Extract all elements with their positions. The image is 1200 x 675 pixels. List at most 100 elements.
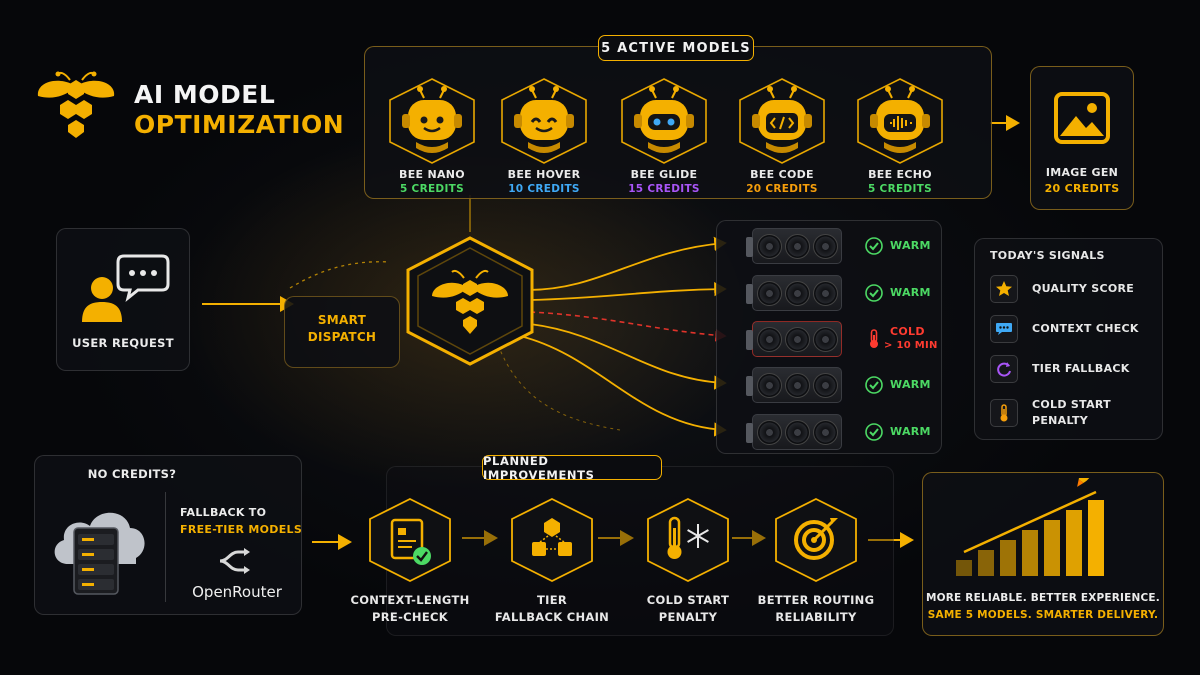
improvement-step-label-1: TIER [536, 593, 568, 607]
growth-bar [1088, 500, 1104, 576]
check-circle-icon [865, 376, 883, 394]
openrouter-logo-icon [219, 548, 250, 574]
thermometer-snow-icon [647, 497, 729, 583]
signal-label: TIER FALLBACK [1032, 361, 1130, 377]
gpu-status: WARM [890, 378, 931, 391]
user-icon [82, 254, 170, 322]
star-icon [990, 275, 1018, 303]
model-name: BEE CODE [750, 168, 814, 181]
bee-robot-icon [621, 78, 707, 164]
model-name: BEE HOVER [507, 168, 581, 181]
bee-logo-icon [37, 71, 115, 138]
gpu-status: WARM [890, 286, 931, 299]
user-request-card[interactable] [56, 228, 190, 371]
gpu-status: COLD [890, 325, 925, 338]
growth-bar [1000, 540, 1016, 576]
improvement-step[interactable] [506, 496, 598, 584]
brand-logo [34, 70, 118, 140]
smart-dispatch-card[interactable] [284, 296, 400, 368]
improvement-step-label-1: COLD START [646, 593, 730, 607]
model-credits: 10 CREDITS [508, 183, 580, 195]
gpu-card [746, 228, 842, 264]
improvements-title: PLANNED IMPROVEMENTS [482, 454, 662, 482]
growth-bar [1044, 520, 1060, 576]
improvement-step[interactable] [642, 496, 734, 584]
fallback-line2: FREE-TIER MODELS [180, 523, 303, 536]
model-card-bee-hover[interactable] [496, 76, 592, 166]
image-gen-name: IMAGE GEN [1045, 166, 1119, 179]
chat-icon [990, 315, 1018, 343]
check-circle-icon [865, 284, 883, 302]
growth-chart-icon [956, 478, 1104, 576]
model-card-bee-echo[interactable] [852, 76, 948, 166]
rocket-icon [1077, 478, 1096, 487]
gpu-status: WARM [890, 239, 931, 252]
fallback-line1: FALLBACK TO [180, 506, 267, 519]
outcome-line1: MORE RELIABLE. BETTER EXPERIENCE. [926, 592, 1160, 604]
smart-dispatch-line1: SMART [317, 313, 367, 327]
outcome-panel [922, 472, 1164, 636]
bee-robot-icon [501, 78, 587, 164]
improvement-step-label-2: RELIABILITY [775, 610, 857, 624]
page-title-line1: AI MODEL [134, 80, 276, 109]
model-card-bee-nano[interactable] [384, 76, 480, 166]
thermometer-icon [870, 329, 878, 348]
user-request-label: USER REQUEST [72, 336, 174, 350]
no-credits-title: NO CREDITS? [87, 467, 177, 481]
panel-divider [165, 492, 166, 602]
signal-label-line1: TIER FALLBACK [1032, 362, 1130, 375]
model-credits: 5 CREDITS [400, 183, 464, 195]
growth-bar [1066, 510, 1082, 576]
page-title-line2: OPTIMIZATION [134, 110, 345, 139]
check-circle-icon [865, 237, 883, 255]
model-card-bee-code[interactable] [734, 76, 830, 166]
improvement-step[interactable] [364, 496, 456, 584]
growth-bar [978, 550, 994, 576]
active-models-title: 5 ACTIVE MODELS [598, 35, 754, 61]
signal-label-line1: COLD START [1032, 398, 1111, 411]
signal-label-line1: QUALITY SCORE [1032, 282, 1135, 295]
improvement-step[interactable] [770, 496, 862, 584]
improvement-step-label-2: PENALTY [658, 610, 718, 624]
gpu-card [746, 321, 842, 357]
cycle-icon [990, 355, 1018, 383]
signal-item: QUALITY SCORE [990, 273, 1150, 305]
improvement-step-label-1: BETTER ROUTING [757, 593, 875, 607]
signal-label-line2: PENALTY [1032, 414, 1089, 427]
smart-dispatch-line2: DISPATCH [307, 330, 377, 344]
signal-label: COLD START PENALTY [1032, 397, 1111, 429]
model-name: BEE NANO [399, 168, 465, 181]
model-name: BEE GLIDE [630, 168, 698, 181]
growth-bar [1022, 530, 1038, 576]
signal-label-line1: CONTEXT CHECK [1032, 322, 1139, 335]
target-icon [775, 497, 857, 583]
gpu-status-detail: > 10 MIN [884, 340, 938, 351]
model-credits: 5 CREDITS [868, 183, 932, 195]
bee-robot-icon [739, 78, 825, 164]
document-check-icon [369, 497, 451, 583]
signal-label: CONTEXT CHECK [1032, 321, 1139, 337]
signal-label: QUALITY SCORE [1032, 281, 1134, 297]
signal-item: COLD START PENALTY [990, 397, 1150, 429]
openrouter-brand[interactable]: OpenRouter [192, 583, 282, 601]
gpu-card [746, 275, 842, 311]
growth-bar [956, 560, 972, 576]
dispatch-hub-icon [406, 236, 534, 366]
check-circle-icon [865, 423, 883, 441]
cloud-server-icon [54, 512, 145, 595]
image-icon [1054, 92, 1110, 144]
improvement-step-label-2: PRE-CHECK [372, 610, 448, 624]
gpu-card [746, 367, 842, 403]
signal-item: TIER FALLBACK [990, 353, 1150, 385]
bee-robot-icon [389, 78, 475, 164]
growth-trend-line [963, 490, 1097, 554]
thermometer-icon [990, 399, 1018, 427]
improvement-step-label-1: CONTEXT-LENGTH [350, 593, 470, 607]
gpu-status: WARM [890, 425, 931, 438]
image-gen-credits: 20 CREDITS [1044, 182, 1120, 195]
model-card-bee-glide[interactable] [616, 76, 712, 166]
fallback-chain-icon [511, 497, 593, 583]
signal-item: CONTEXT CHECK [990, 313, 1150, 345]
image-gen-card[interactable] [1030, 66, 1134, 210]
